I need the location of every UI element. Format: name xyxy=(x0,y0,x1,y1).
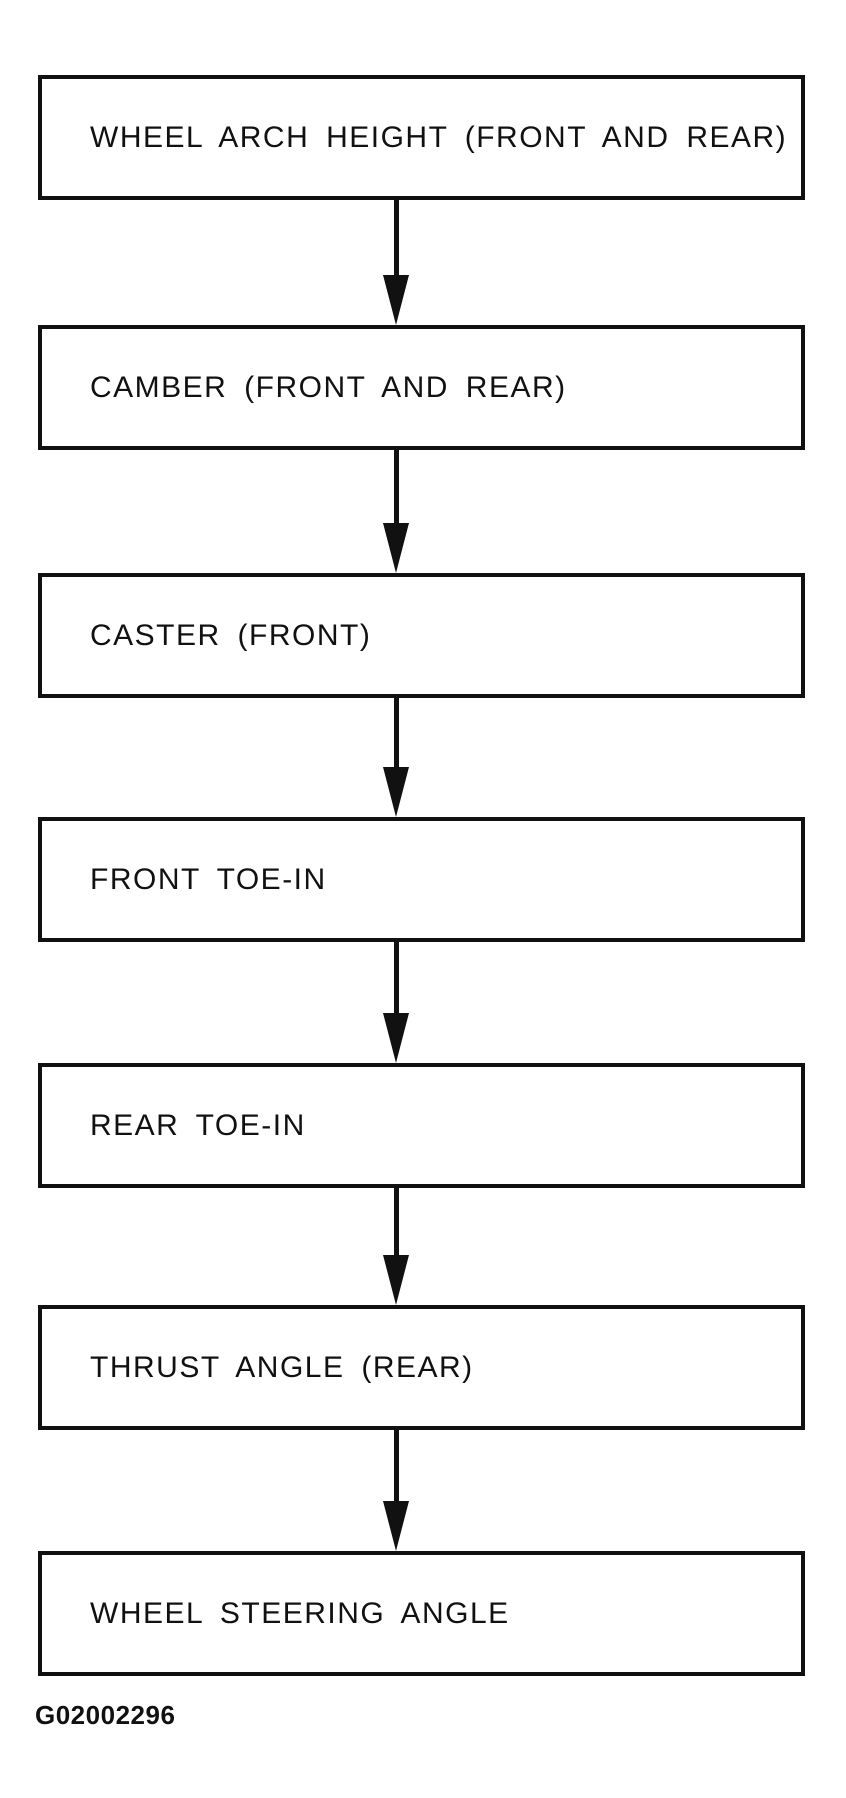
flow-step-camber: CAMBER (FRONT AND REAR) xyxy=(38,325,805,450)
arrow-head-icon xyxy=(383,767,409,817)
arrow-stem xyxy=(393,942,399,1019)
step-label: FRONT TOE-IN xyxy=(90,862,327,896)
flow-step-rear-toe-in: REAR TOE-IN xyxy=(38,1063,805,1188)
arrow-head-icon xyxy=(383,1255,409,1305)
flow-arrow-down-5 xyxy=(383,1188,409,1305)
step-label: WHEEL STEERING ANGLE xyxy=(90,1596,510,1630)
step-label: REAR TOE-IN xyxy=(90,1108,306,1142)
arrow-head-icon xyxy=(383,1013,409,1063)
arrow-stem xyxy=(393,200,399,281)
figure-id: G02002296 xyxy=(35,1700,176,1730)
flow-step-thrust-angle: THRUST ANGLE (REAR) xyxy=(38,1305,805,1430)
step-label: CASTER (FRONT) xyxy=(90,618,372,652)
flow-step-wheel-arch-height: WHEEL ARCH HEIGHT (FRONT AND REAR) xyxy=(38,75,805,200)
arrow-stem xyxy=(393,1188,399,1261)
step-label: THRUST ANGLE (REAR) xyxy=(90,1350,474,1384)
arrow-head-icon xyxy=(383,523,409,573)
flow-arrow-down-3 xyxy=(383,698,409,817)
step-label: WHEEL ARCH HEIGHT (FRONT AND REAR) xyxy=(90,120,788,154)
arrow-stem xyxy=(393,1430,399,1507)
arrow-stem xyxy=(393,698,399,773)
flow-arrow-down-2 xyxy=(383,450,409,573)
flow-arrow-down-1 xyxy=(383,200,409,325)
arrow-stem xyxy=(393,450,399,529)
flow-step-wheel-steering-angle: WHEEL STEERING ANGLE xyxy=(38,1551,805,1676)
flow-arrow-down-4 xyxy=(383,942,409,1063)
arrow-head-icon xyxy=(383,275,409,325)
arrow-head-icon xyxy=(383,1501,409,1551)
flow-step-caster: CASTER (FRONT) xyxy=(38,573,805,698)
step-label: CAMBER (FRONT AND REAR) xyxy=(90,370,567,404)
flow-step-front-toe-in: FRONT TOE-IN xyxy=(38,817,805,942)
flow-arrow-down-6 xyxy=(383,1430,409,1551)
